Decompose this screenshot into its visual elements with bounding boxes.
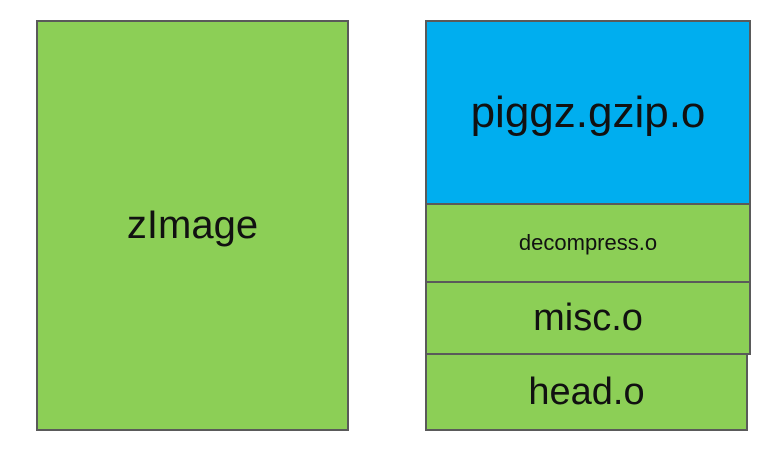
zimage-block: zImage <box>36 20 349 431</box>
misc-label: misc.o <box>533 296 643 339</box>
zimage-label: zImage <box>126 203 259 247</box>
decompress-label: decompress.o <box>518 230 658 255</box>
head-label: head.o <box>528 370 645 413</box>
head-segment: head.o <box>425 353 748 431</box>
decompress-segment: decompress.o <box>425 203 751 283</box>
piggz-gzip-label: piggz.gzip.o <box>470 87 706 137</box>
misc-segment: misc.o <box>425 281 751 355</box>
piggz-gzip-segment: piggz.gzip.o <box>425 20 751 205</box>
